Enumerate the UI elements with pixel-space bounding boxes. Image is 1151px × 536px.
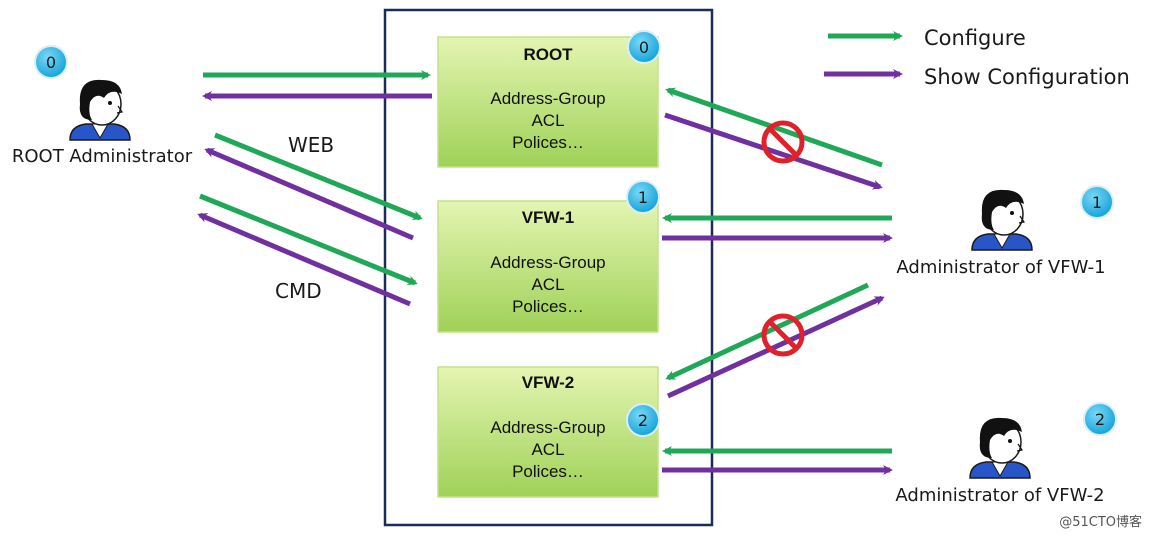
arrow-cmd-show bbox=[197, 212, 411, 307]
vfw1-admin-label: Administrator of VFW-1 bbox=[896, 257, 1105, 278]
vfw1-admin-person-icon bbox=[971, 189, 1033, 251]
arrow-vfw1admin-to-vfw2-configure bbox=[665, 282, 870, 381]
badge-box-vfw2: 2 bbox=[626, 403, 660, 437]
box-vfw2-line-2: ACL bbox=[531, 440, 564, 459]
badge-left-root: 0 bbox=[34, 45, 68, 79]
web-label: WEB bbox=[288, 133, 334, 157]
badge-right-vfw1: 1 bbox=[1080, 185, 1114, 219]
box-vfw2-line-1: Address-Group bbox=[490, 418, 605, 437]
vfw2-admin-person-icon bbox=[969, 417, 1031, 479]
box-root-title: ROOT bbox=[523, 45, 573, 64]
box-vfw2: VFW-2 Address-Group ACL Polices… bbox=[437, 366, 659, 498]
svg-text:0: 0 bbox=[46, 53, 56, 72]
arrow-web-configure bbox=[214, 132, 423, 221]
arrow-cmd-configure bbox=[199, 193, 418, 286]
box-vfw2-line-3: Polices… bbox=[512, 462, 584, 481]
svg-text:2: 2 bbox=[638, 411, 648, 430]
arrow-vfw2-to-vfw1admin-show bbox=[666, 295, 885, 399]
box-vfw2-rect bbox=[437, 366, 659, 498]
legend-configure-label: Configure bbox=[924, 26, 1026, 50]
box-root-line-1: Address-Group bbox=[490, 89, 605, 108]
svg-text:0: 0 bbox=[639, 38, 649, 57]
badge-box-vfw1: 1 bbox=[626, 180, 660, 214]
badge-box-root: 0 bbox=[627, 30, 661, 64]
arrow-web-show bbox=[204, 147, 414, 241]
box-root: ROOT Address-Group ACL Polices… bbox=[437, 36, 659, 168]
forbidden-icon-vfw2 bbox=[761, 313, 805, 357]
forbidden-icon-root bbox=[761, 120, 805, 164]
box-root-rect bbox=[437, 36, 659, 168]
root-admin-label: ROOT Administrator bbox=[12, 146, 193, 167]
badge-right-vfw2: 2 bbox=[1083, 402, 1117, 436]
legend: Configure Show Configuration bbox=[824, 26, 1130, 89]
box-vfw1-line-2: ACL bbox=[531, 275, 564, 294]
box-vfw2-title: VFW-2 bbox=[522, 373, 575, 392]
legend-show-label: Show Configuration bbox=[924, 65, 1130, 89]
box-vfw1-title: VFW-1 bbox=[522, 208, 575, 227]
svg-text:1: 1 bbox=[638, 188, 648, 207]
watermark: @51CTO博客 bbox=[1059, 514, 1142, 530]
box-vfw1: VFW-1 Address-Group ACL Polices… bbox=[437, 200, 659, 333]
box-vfw1-rect bbox=[437, 200, 659, 333]
svg-text:2: 2 bbox=[1095, 410, 1105, 429]
box-vfw1-line-1: Address-Group bbox=[490, 253, 605, 272]
arrow-root-to-vfw1admin-show bbox=[664, 112, 883, 190]
root-admin-person-icon bbox=[69, 79, 131, 141]
svg-text:1: 1 bbox=[1092, 193, 1102, 212]
box-root-line-3: Polices… bbox=[512, 133, 584, 152]
vfw2-admin-label: Administrator of VFW-2 bbox=[895, 485, 1104, 506]
vsys-container bbox=[383, 8, 714, 527]
box-root-line-2: ACL bbox=[531, 111, 564, 130]
box-vfw1-line-3: Polices… bbox=[512, 297, 584, 316]
cmd-label: CMD bbox=[275, 279, 322, 303]
